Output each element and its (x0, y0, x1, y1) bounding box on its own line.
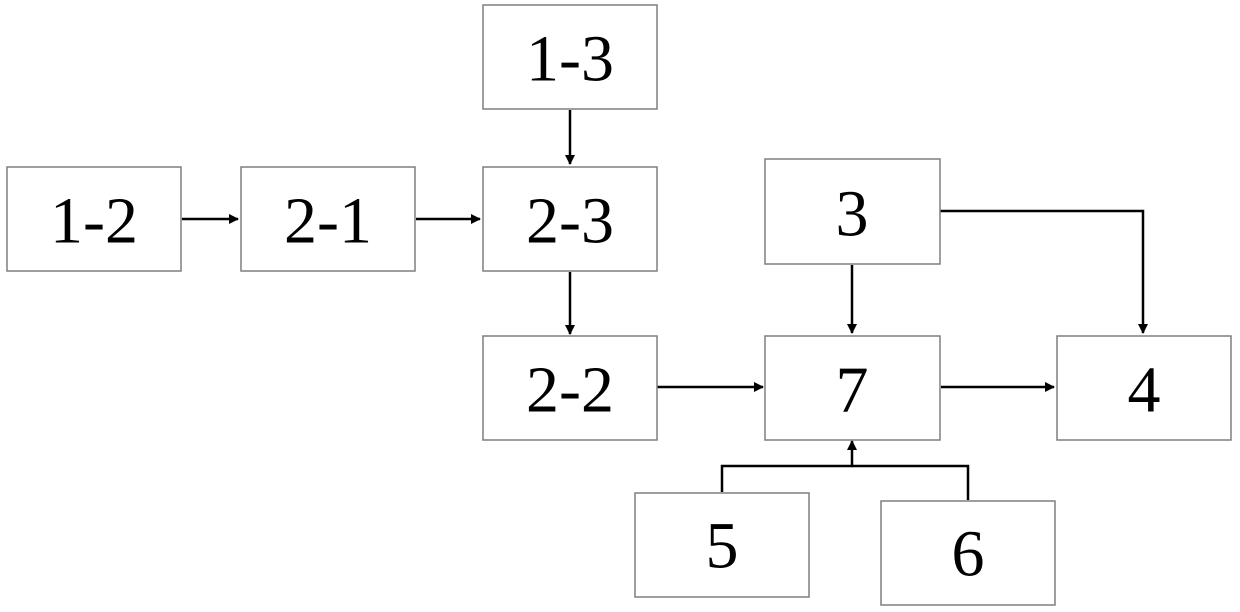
node-2-3: 2-3 (483, 167, 657, 271)
node-5: 5 (635, 493, 809, 597)
node-4-label: 4 (1128, 354, 1161, 427)
node-1-3-label: 1-3 (526, 23, 614, 96)
edge-5-to-7 (722, 441, 852, 492)
node-1-3: 1-3 (483, 5, 657, 109)
node-6: 6 (881, 501, 1055, 605)
node-3-label: 3 (836, 178, 869, 251)
node-4: 4 (1057, 336, 1231, 440)
node-5-label: 5 (706, 510, 739, 583)
node-6-label: 6 (952, 518, 985, 591)
node-1-2-label: 1-2 (50, 185, 138, 258)
edge-6-to-7 (852, 466, 968, 500)
node-1-2: 1-2 (7, 167, 181, 271)
node-7: 7 (765, 336, 940, 440)
node-2-3-label: 2-3 (526, 185, 614, 258)
node-2-1: 2-1 (241, 167, 415, 271)
node-2-2: 2-2 (483, 336, 657, 440)
node-2-1-label: 2-1 (284, 185, 372, 258)
node-3: 3 (765, 159, 940, 264)
node-2-2-label: 2-2 (526, 354, 614, 427)
edge-3-to-4 (940, 211, 1143, 333)
node-7-label: 7 (836, 354, 869, 427)
